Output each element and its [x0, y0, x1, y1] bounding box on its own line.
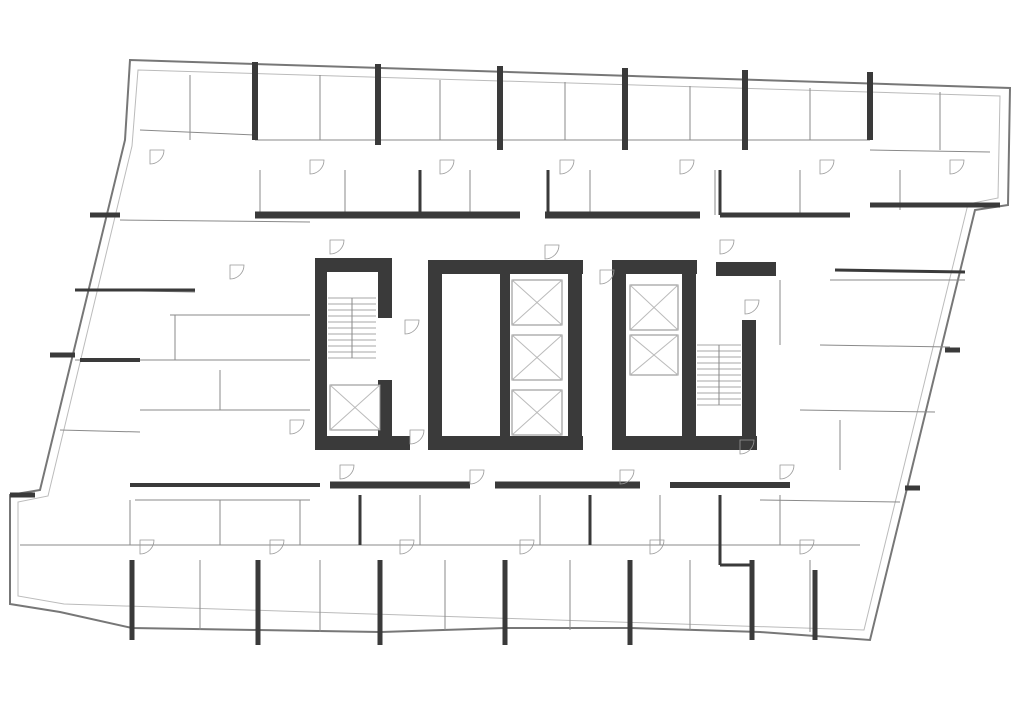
door-icon [559, 159, 575, 175]
partition-line [59, 429, 141, 433]
door-icon [949, 159, 965, 175]
door-icon [289, 419, 305, 435]
core-wall [612, 260, 697, 274]
door-icon [739, 439, 755, 455]
building-core [315, 258, 776, 450]
elevator-cross [511, 334, 563, 381]
door-icon [329, 239, 345, 255]
core-wall [315, 436, 410, 450]
core-wall [378, 380, 392, 436]
core-wall [315, 258, 385, 272]
partition-line [869, 149, 991, 153]
core-wall [682, 260, 696, 450]
door-icon [819, 159, 835, 175]
door-icon [309, 159, 325, 175]
door-icon [799, 539, 815, 555]
door-icon [409, 429, 425, 445]
core-wall [742, 320, 756, 450]
partition-line [119, 219, 311, 223]
door-icon [719, 239, 735, 255]
core-wall [500, 260, 510, 450]
wall [834, 268, 966, 274]
door-icon [139, 539, 155, 555]
structural-walls [10, 62, 1000, 645]
core-wall [568, 260, 582, 450]
stairwells [328, 297, 741, 406]
door-icon [229, 264, 245, 280]
door-icon [619, 469, 635, 485]
partition-line [799, 409, 936, 413]
core-wall [428, 260, 442, 448]
partition-line [819, 344, 951, 348]
core-wall [378, 258, 392, 318]
door-icon [339, 464, 355, 480]
partition-line [759, 499, 901, 503]
door-icon [649, 539, 665, 555]
elevator-cross [629, 284, 679, 331]
door-icon [439, 159, 455, 175]
elevator-cross [511, 279, 563, 326]
elevator-cross [329, 384, 381, 431]
elevator-cross [629, 334, 679, 376]
door-icon [469, 469, 485, 485]
door-swings [139, 149, 965, 555]
building-inner-outline [17, 69, 1001, 631]
core-wall [315, 258, 327, 448]
core-wall [716, 262, 776, 276]
door-icon [779, 464, 795, 480]
door-icon [404, 319, 420, 335]
door-icon [519, 539, 535, 555]
door-icon [544, 244, 560, 260]
door-icon [744, 299, 760, 315]
partition-line [139, 129, 256, 136]
door-icon [679, 159, 695, 175]
door-icon [599, 269, 615, 285]
door-icon [149, 149, 165, 165]
door-icon [399, 539, 415, 555]
elevator-shafts [329, 279, 679, 436]
door-icon [269, 539, 285, 555]
elevator-cross [511, 389, 563, 436]
core-wall [612, 260, 626, 450]
